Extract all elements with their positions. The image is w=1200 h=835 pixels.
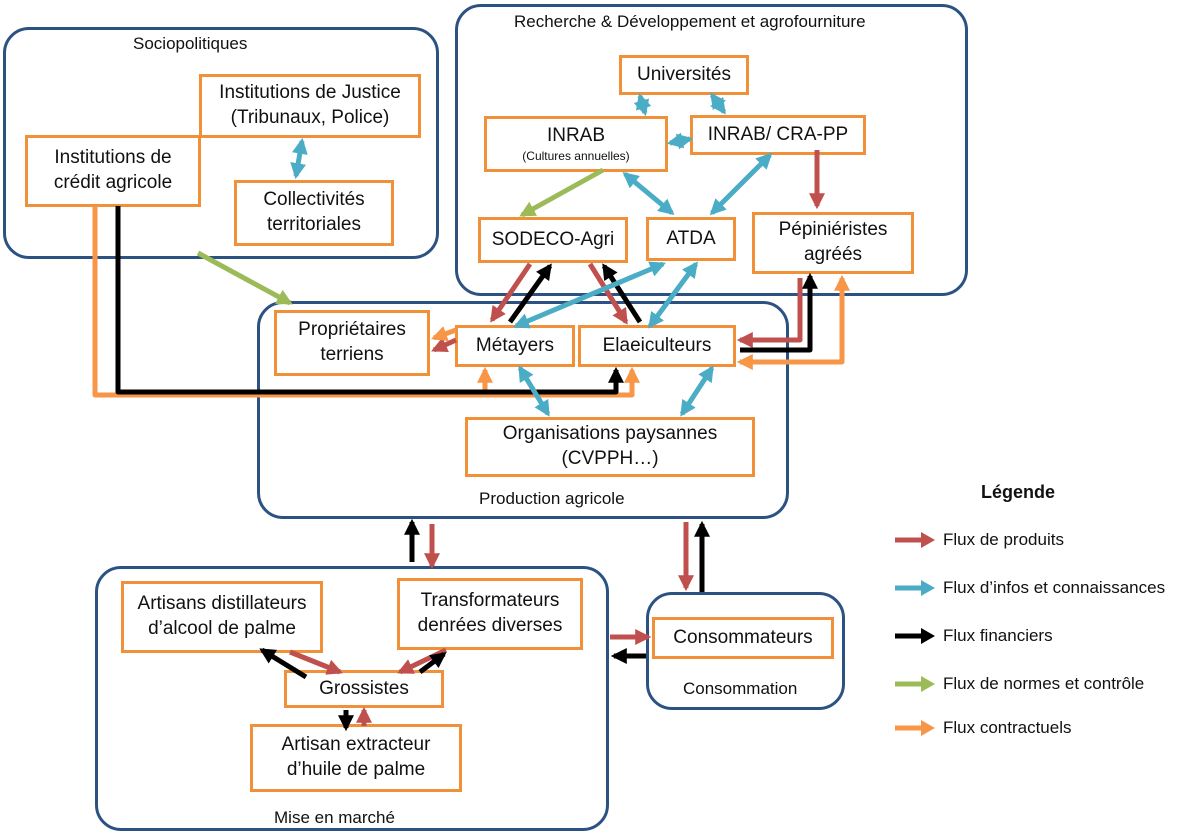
group-title-recherche: Recherche & Développement et agrofournit… <box>514 12 866 31</box>
node-sublabel: d’huile de palme <box>286 759 426 780</box>
node-sublabel: crédit agricole <box>53 172 173 193</box>
node-sublabel: d’alcool de palme <box>148 618 296 639</box>
node-elaeiculteurs: Elaeiculteurs <box>578 325 736 367</box>
node-inrab: INRAB (Cultures annuelles) <box>484 116 668 172</box>
group-title-consommation: Consommation <box>683 679 798 698</box>
node-universites: Universités <box>619 55 749 95</box>
legend-item-produits: Flux de produits <box>893 530 1064 550</box>
legend-title: Légende <box>981 482 1056 502</box>
node-sublabel: denrées diverses <box>417 615 563 636</box>
legend-item-infos: Flux d’infos et connaissances <box>893 578 1165 598</box>
group-title-marche: Mise en marché <box>274 808 395 827</box>
node-transformateurs: Transformateurs denrées diverses <box>397 578 583 650</box>
node-label: Métayers <box>475 334 555 356</box>
node-label: Universités <box>637 63 731 85</box>
node-institutions-credit: Institutions de crédit agricole <box>25 135 201 207</box>
legend-arrow-produits-icon <box>895 532 935 548</box>
node-metayers: Métayers <box>455 325 575 367</box>
group-title-production: Production agricole <box>479 489 625 508</box>
node-grossistes: Grossistes <box>284 670 444 708</box>
node-label: Propriétaires <box>298 319 406 341</box>
flow-arrow-normes-sociopolitiques-production <box>196 250 293 306</box>
node-sublabel: (Cultures annuelles) <box>522 149 630 164</box>
node-label: INRAB <box>546 125 606 147</box>
legend-arrow-financiers-icon <box>895 628 935 644</box>
legend-label-produits: Flux de produits <box>943 530 1064 549</box>
node-inrab-cra-pp: INRAB/ CRA-PP <box>690 115 866 155</box>
node-label: Grossistes <box>319 677 409 699</box>
legend-arrow-normes-icon <box>895 676 935 692</box>
node-proprietaires-terriens: Propriétaires terriens <box>274 310 430 376</box>
node-sodeco-agri: SODECO-Agri <box>478 217 628 263</box>
node-label: Organisations paysannes <box>502 423 718 445</box>
node-label: Pépiniéristes <box>778 219 888 241</box>
legend-item-contractuels: Flux contractuels <box>893 718 1072 738</box>
legend-arrow-contractuels-icon <box>895 720 935 736</box>
node-institutions-justice: Institutions de Justice (Tribunaux, Poli… <box>199 74 421 138</box>
legend-item-normes: Flux de normes et contrôle <box>893 674 1144 694</box>
node-label: ATDA <box>666 227 716 249</box>
node-sublabel: (CVPPH…) <box>561 448 659 469</box>
node-label: Consommateurs <box>673 626 813 648</box>
node-artisans-distillateurs: Artisans distillateurs d’alcool de palme <box>121 581 323 653</box>
node-label: Institutions de <box>54 147 172 169</box>
legend-label-normes: Flux de normes et contrôle <box>943 674 1145 693</box>
node-consommateurs: Consommateurs <box>652 617 834 659</box>
node-label: Elaeiculteurs <box>602 334 712 356</box>
node-label: INRAB/ CRA-PP <box>707 123 849 145</box>
legend-label-contractuels: Flux contractuels <box>943 718 1072 737</box>
node-artisan-extracteur: Artisan extracteur d’huile de palme <box>250 724 462 792</box>
node-collectivites-territoriales: Collectivités territoriales <box>234 180 394 246</box>
node-sublabel: agréés <box>803 244 863 265</box>
legend-label-infos: Flux d’infos et connaissances <box>943 578 1166 597</box>
legend-label-financiers: Flux financiers <box>943 626 1053 645</box>
node-sublabel: terriens <box>320 344 384 365</box>
group-title-sociopolitiques: Sociopolitiques <box>133 34 248 53</box>
node-atda: ATDA <box>646 217 736 261</box>
node-label: Collectivités <box>263 189 365 211</box>
node-sublabel: territoriales <box>267 214 361 235</box>
node-label: Artisans distillateurs <box>137 593 307 615</box>
legend-arrow-infos-icon <box>895 580 935 596</box>
node-label: Artisan extracteur <box>281 734 431 756</box>
node-pepinieristes: Pépiniéristes agréés <box>752 212 914 274</box>
node-organisations-paysannes: Organisations paysannes (CVPPH…) <box>465 417 755 477</box>
node-label: SODECO-Agri <box>491 228 615 250</box>
node-label: Transformateurs <box>420 590 560 612</box>
legend-item-financiers: Flux financiers <box>893 626 1053 646</box>
node-label: Institutions de Justice <box>219 82 401 104</box>
node-sublabel: (Tribunaux, Police) <box>230 107 390 128</box>
